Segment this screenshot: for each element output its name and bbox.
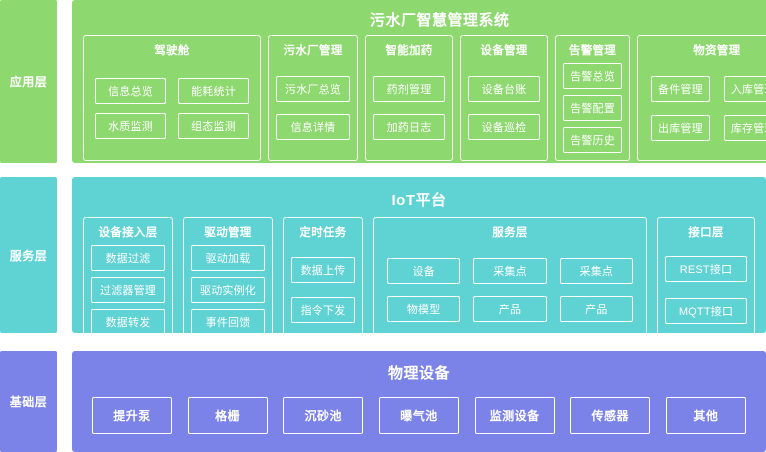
group-title-plant-management: 污水厂管理 — [283, 45, 343, 57]
layer-gap-service — [57, 177, 72, 333]
item-material-spare[interactable]: 备件管理 — [651, 75, 710, 102]
item-cockpit-overview[interactable]: 信息总览 — [95, 77, 166, 104]
layer-gap-application — [57, 0, 72, 163]
group-title-equipment-management: 设备管理 — [480, 45, 528, 57]
panel-body-application: 驾驶舱 信息总览 能耗统计 水质监测 组态监测 污水厂管理 污水厂总览 信息详情 — [72, 30, 766, 172]
item-cockpit-water[interactable]: 水质监测 — [95, 112, 166, 139]
item-driver-instance[interactable]: 驱动实例化 — [191, 277, 265, 303]
group-title-smart-dosing: 智能加药 — [385, 45, 433, 57]
item-material-stock[interactable]: 库存管理 — [723, 114, 766, 141]
group-items-smart-dosing: 药剂管理 加药日志 — [373, 63, 445, 153]
group-title-alarm-management: 告警管理 — [568, 45, 617, 57]
item-service-device[interactable]: 设备 — [387, 258, 461, 284]
item-material-inbound[interactable]: 入库管理 — [723, 75, 766, 102]
item-service-collect-1[interactable]: 采集点 — [473, 258, 547, 284]
panel-infrastructure: 物理设备 提升泵 格栅 沉砂池 曝气池 监测设备 传感器 其他 — [72, 351, 766, 452]
item-interface-rest[interactable]: REST接口 — [665, 256, 747, 282]
item-plant-overview[interactable]: 污水厂总览 — [276, 76, 350, 102]
panel-body-infrastructure: 提升泵 格栅 沉砂池 曝气池 监测设备 传感器 其他 — [72, 383, 766, 452]
device-other[interactable]: 其他 — [665, 396, 746, 434]
group-title-interface-layer: 接口层 — [688, 227, 724, 239]
group-title-driver-management: 驱动管理 — [204, 227, 252, 239]
item-driver-load[interactable]: 驱动加载 — [191, 245, 265, 271]
item-alarm-overview[interactable]: 告警总览 — [563, 63, 622, 89]
item-service-product-1[interactable]: 产品 — [473, 296, 547, 322]
group-cockpit[interactable]: 驾驶舱 信息总览 能耗统计 水质监测 组态监测 — [83, 35, 261, 161]
item-equipment-ledger[interactable]: 设备台账 — [468, 76, 540, 102]
item-access-data-forward[interactable]: 数据转发 — [91, 309, 165, 335]
group-items-service-layer: 设备 采集点 采集点 物模型 产品 产品 — [381, 245, 639, 335]
group-scheduled-task[interactable]: 定时任务 数据上传 指令下发 — [283, 217, 363, 343]
item-equipment-inspection[interactable]: 设备巡检 — [468, 114, 540, 140]
side-label-application-text: 应用层 — [9, 75, 48, 89]
item-service-thing-model[interactable]: 物模型 — [387, 296, 461, 322]
device-monitoring-equip[interactable]: 监测设备 — [474, 396, 555, 434]
group-items-alarm-management: 告警总览 告警配置 告警历史 — [563, 63, 622, 153]
item-plant-details[interactable]: 信息详情 — [276, 114, 350, 140]
panel-application: 污水厂智慧管理系统 驾驶舱 信息总览 能耗统计 水质监测 组态监测 污水厂管理 — [72, 0, 766, 163]
side-label-application: 应用层 — [0, 0, 57, 163]
group-items-driver-management: 驱动加载 驱动实例化 事件回馈 — [191, 245, 265, 335]
group-title-service-layer: 服务层 — [492, 227, 528, 239]
group-items-scheduled-task: 数据上传 指令下发 — [291, 245, 355, 335]
group-material-management[interactable]: 物资管理 备件管理 入库管理 出库管理 库存管理 — [637, 35, 766, 161]
group-title-cockpit: 驾驶舱 — [154, 45, 190, 57]
group-items-equipment-management: 设备台账 设备巡检 — [468, 63, 540, 153]
device-grit-chamber[interactable]: 沉砂池 — [283, 396, 364, 434]
group-alarm-management[interactable]: 告警管理 告警总览 告警配置 告警历史 — [555, 35, 630, 161]
group-title-device-access-layer: 设备接入层 — [98, 227, 158, 239]
group-items-interface-layer: REST接口 MQTT接口 — [665, 245, 747, 335]
side-label-infrastructure-text: 基础层 — [9, 395, 48, 409]
group-items-device-access-layer: 数据过滤 过滤器管理 数据转发 — [91, 245, 165, 335]
layer-gap-infrastructure — [57, 351, 72, 452]
group-title-material-management: 物资管理 — [693, 45, 741, 57]
item-task-command-down[interactable]: 指令下发 — [291, 297, 355, 323]
group-plant-management[interactable]: 污水厂管理 污水厂总览 信息详情 — [268, 35, 358, 161]
item-alarm-config[interactable]: 告警配置 — [563, 95, 622, 121]
side-label-infrastructure: 基础层 — [0, 351, 57, 452]
group-items-plant-management: 污水厂总览 信息详情 — [276, 63, 350, 153]
device-aeration-tank[interactable]: 曝气池 — [378, 396, 459, 434]
layer-service: 服务层 IoT平台 设备接入层 数据过滤 过滤器管理 数据转发 驱动管理 — [0, 177, 766, 343]
group-items-cockpit: 信息总览 能耗统计 水质监测 组态监测 — [91, 63, 253, 153]
group-title-scheduled-task: 定时任务 — [299, 227, 347, 239]
side-label-service-text: 服务层 — [9, 248, 48, 263]
item-interface-mqtt[interactable]: MQTT接口 — [665, 298, 747, 324]
panel-title-service: IoT平台 — [391, 192, 447, 209]
item-material-outbound[interactable]: 出库管理 — [651, 114, 710, 141]
device-lift-pump[interactable]: 提升泵 — [92, 396, 172, 434]
panel-service: IoT平台 设备接入层 数据过滤 过滤器管理 数据转发 驱动管理 驱动加载 — [72, 177, 766, 343]
panel-body-service: 设备接入层 数据过滤 过滤器管理 数据转发 驱动管理 驱动加载 驱动实例化 事件… — [72, 210, 766, 355]
group-driver-management[interactable]: 驱动管理 驱动加载 驱动实例化 事件回馈 — [183, 217, 273, 343]
item-dosing-log[interactable]: 加药日志 — [373, 114, 445, 140]
item-access-data-filter[interactable]: 数据过滤 — [91, 245, 165, 271]
item-alarm-history[interactable]: 告警历史 — [563, 127, 622, 153]
panel-title-application: 污水厂智慧管理系统 — [370, 12, 510, 29]
layer-infrastructure: 基础层 物理设备 提升泵 格栅 沉砂池 曝气池 监测设备 传感器 其他 — [0, 351, 766, 452]
group-interface-layer[interactable]: 接口层 REST接口 MQTT接口 — [657, 217, 755, 343]
item-service-collect-2[interactable]: 采集点 — [559, 258, 633, 284]
item-service-product-2[interactable]: 产品 — [559, 296, 633, 322]
group-items-material-management: 备件管理 入库管理 出库管理 库存管理 — [645, 63, 766, 153]
item-driver-event[interactable]: 事件回馈 — [191, 309, 265, 335]
side-label-service: 服务层 — [0, 177, 57, 333]
layer-application: 应用层 污水厂智慧管理系统 驾驶舱 信息总览 能耗统计 水质监测 组态监测 — [0, 0, 766, 163]
device-grille[interactable]: 格栅 — [187, 396, 268, 434]
item-cockpit-energy[interactable]: 能耗统计 — [178, 77, 249, 104]
panel-title-infrastructure: 物理设备 — [387, 365, 450, 382]
item-task-data-upload[interactable]: 数据上传 — [291, 257, 355, 283]
group-device-access-layer[interactable]: 设备接入层 数据过滤 过滤器管理 数据转发 — [83, 217, 173, 343]
item-dosing-reagent[interactable]: 药剂管理 — [373, 76, 445, 102]
group-smart-dosing[interactable]: 智能加药 药剂管理 加药日志 — [365, 35, 453, 161]
item-access-filter-manager[interactable]: 过滤器管理 — [91, 277, 165, 303]
group-equipment-management[interactable]: 设备管理 设备台账 设备巡检 — [460, 35, 548, 161]
group-service-layer[interactable]: 服务层 设备 采集点 采集点 物模型 产品 产品 — [373, 217, 647, 343]
device-sensor[interactable]: 传感器 — [570, 396, 651, 434]
item-cockpit-scada[interactable]: 组态监测 — [178, 112, 249, 139]
